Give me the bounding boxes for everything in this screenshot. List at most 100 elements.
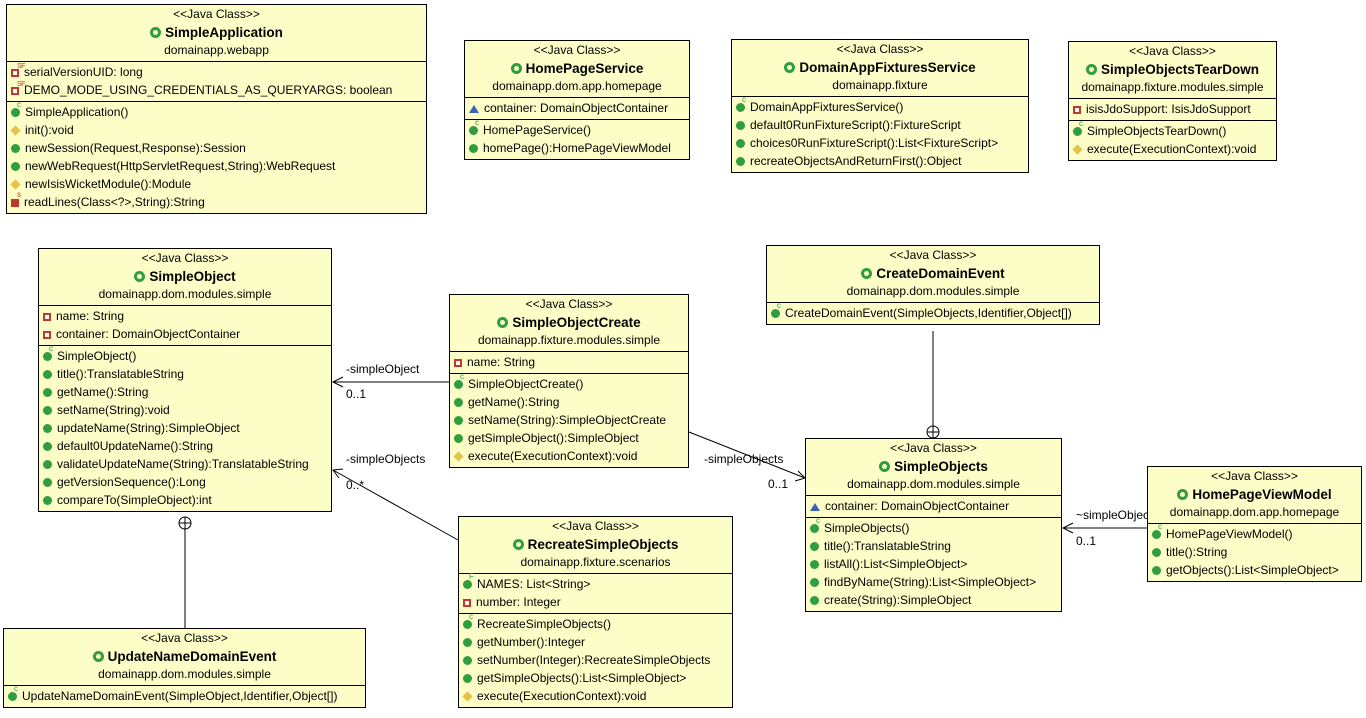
method-row[interactable]: SimpleApplication() [7,101,426,121]
method-row[interactable]: SimpleObjectCreate() [450,373,688,393]
member-signature: name: String [56,309,125,323]
member-signature: getObjects():List<SimpleObject> [1166,563,1339,577]
method-row[interactable]: init():void [7,121,426,139]
method-row[interactable]: updateName(String):SimpleObject [39,419,331,437]
method-row[interactable]: setName(String):void [39,401,331,419]
public-method-icon [1152,548,1161,557]
field-row[interactable]: number: Integer [459,593,732,611]
member-signature: DEMO_MODE_USING_CREDENTIALS_AS_QUERYARGS… [24,83,393,97]
method-row[interactable]: validateUpdateName(String):TranslatableS… [39,455,331,473]
method-row[interactable]: getName():String [450,393,688,411]
method-row[interactable]: getSimpleObject():SimpleObject [450,429,688,447]
public-method-icon [810,560,819,569]
stereotype-label: <<Java Class>> [173,7,260,21]
method-row[interactable]: create(String):SimpleObject [806,591,1061,609]
field-row[interactable]: DEMO_MODE_USING_CREDENTIALS_AS_QUERYARGS… [7,81,426,99]
package-name: domainapp.dom.app.homepage [492,79,662,93]
field-row[interactable]: name: String [450,353,688,371]
role-label-create-simple-objects: -simpleObjects [704,452,784,466]
method-row[interactable]: newIsisWicketModule():Module [7,175,426,193]
method-row[interactable]: choices0RunFixtureScript():List<FixtureS… [732,134,1028,152]
method-row[interactable]: CreateDomainEvent(SimpleObjects,Identifi… [767,302,1099,322]
method-row[interactable]: findByName(String):List<SimpleObject> [806,573,1061,591]
member-signature: setName(String):SimpleObjectCreate [468,413,667,427]
field-row[interactable]: container: DomainObjectContainer [465,99,689,117]
method-row[interactable]: newSession(Request,Response):Session [7,139,426,157]
method-row[interactable]: RecreateSimpleObjects() [459,613,732,633]
member-signature: container: DomainObjectContainer [56,327,241,341]
method-row[interactable]: title():String [1148,543,1361,561]
method-row[interactable]: SimpleObjects() [806,517,1061,537]
arrowhead-create-to-object [331,376,344,388]
method-row[interactable]: HomePageService() [465,119,689,139]
method-row[interactable]: compareTo(SimpleObject):int [39,491,331,509]
methods-compartment: SimpleApplication() init():voidnewSession… [7,101,426,213]
methods-compartment: UpdateNameDomainEvent(SimpleObject,Ident… [4,685,365,707]
method-row[interactable]: homePage():HomePageViewModel [465,139,689,157]
method-row[interactable]: setName(String):SimpleObjectCreate [450,411,688,429]
class-icon [150,27,162,38]
class-name-text: CreateDomainEvent [876,266,1005,281]
public-method-icon [43,370,52,379]
method-row[interactable]: listAll():List<SimpleObject> [806,555,1061,573]
package-name: domainapp.fixture.modules.simple [1081,80,1264,94]
method-row[interactable]: default0RunFixtureScript():FixtureScript [732,116,1028,134]
class-name-text: DomainAppFixturesService [799,60,976,75]
method-row[interactable]: title():TranslatableString [39,365,331,383]
method-row[interactable]: execute(ExecutionContext):void [1069,140,1276,158]
field-row[interactable]: serialVersionUID: long [7,63,426,81]
member-signature: SimpleApplication() [25,105,129,119]
field-row[interactable]: isisJdoSupport: IsisJdoSupport [1069,100,1276,118]
field-row[interactable]: NAMES: List<String> [459,573,732,593]
method-row[interactable]: HomePageViewModel() [1148,523,1361,543]
field-row[interactable]: container: DomainObjectContainer [806,497,1061,515]
stereotype-label: <<Java Class>> [141,251,229,265]
public-method-icon [736,139,745,148]
method-row[interactable]: SimpleObjectsTearDown() [1069,120,1276,140]
method-row[interactable]: execute(ExecutionContext):void [450,447,688,465]
methods-compartment: SimpleObject()title():TranslatableString… [39,345,331,511]
field-row[interactable]: container: DomainObjectContainer [39,325,331,343]
method-row[interactable]: getNumber():Integer [459,633,732,651]
method-row[interactable]: getSimpleObjects():List<SimpleObject> [459,669,732,687]
class-name: CreateDomainEvent [769,264,1097,283]
package-name: domainapp.dom.modules.simple [847,477,1020,491]
method-row[interactable]: readLines(Class<?>,String):String [7,191,426,211]
method-row[interactable]: DomainAppFixturesService() [732,96,1028,116]
constructor-icon [8,685,18,701]
method-row[interactable]: getName():String [39,383,331,401]
field-row[interactable]: name: String [39,307,331,325]
method-row[interactable]: default0UpdateName():String [39,437,331,455]
method-row[interactable]: execute(ExecutionContext):void [459,687,732,705]
method-row[interactable]: SimpleObject() [39,345,331,365]
method-row[interactable]: newWebRequest(HttpServletRequest,String)… [7,157,426,175]
method-row[interactable]: title():TranslatableString [806,537,1061,555]
member-signature: updateName(String):SimpleObject [57,421,240,435]
public-final-field-icon [463,573,474,589]
member-signature: title():TranslatableString [824,539,951,553]
constructor-icon [11,101,21,117]
method-row[interactable]: recreateObjectsAndReturnFirst():Object [732,152,1028,170]
public-method-icon [810,542,819,551]
method-row[interactable]: getVersionSequence():Long [39,473,331,491]
member-signature: getName():String [468,395,560,409]
method-row[interactable]: getObjects():List<SimpleObject> [1148,561,1361,579]
method-row[interactable]: setNumber(Integer):RecreateSimpleObjects [459,651,732,669]
methods-compartment: CreateDomainEvent(SimpleObjects,Identifi… [767,302,1099,324]
method-row[interactable]: UpdateNameDomainEvent(SimpleObject,Ident… [4,685,365,705]
